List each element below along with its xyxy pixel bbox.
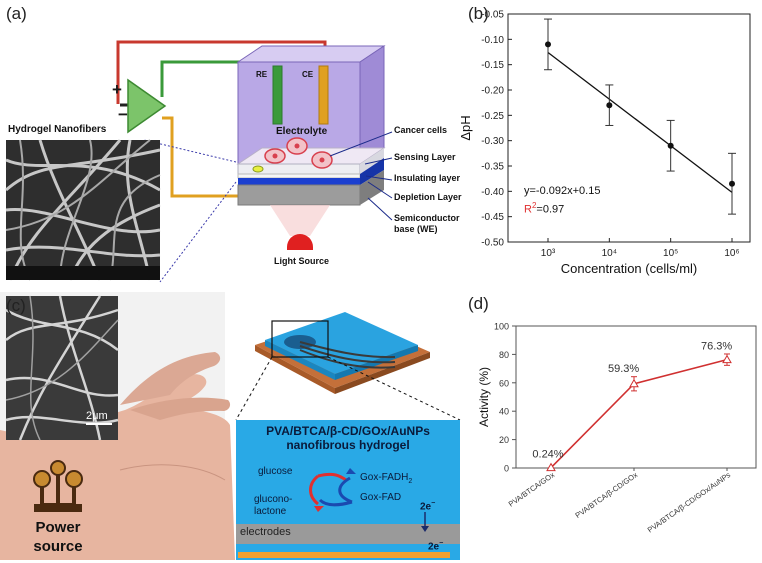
panel-b-plot-area: -0.05-0.10-0.15-0.20-0.25-0.30-0.35-0.40… bbox=[458, 10, 740, 277]
green-wire bbox=[160, 60, 280, 97]
electron-label-1: 2e− bbox=[420, 500, 436, 513]
patch-device-illustration bbox=[235, 312, 461, 421]
y-tick-label: -0.25 bbox=[481, 111, 504, 122]
data-point bbox=[606, 102, 613, 109]
callout-semiconductor: Semiconductor bbox=[394, 213, 460, 223]
category-label: PVA/BTCA/β-CD/GOx bbox=[574, 470, 640, 520]
panel-a-label: (a) bbox=[6, 4, 27, 23]
power-source-label: Power source bbox=[33, 519, 83, 555]
fit-line bbox=[547, 51, 733, 193]
y-tick-label: -0.30 bbox=[481, 136, 504, 147]
value-label: 59.3% bbox=[608, 363, 639, 375]
electrolyte-cell bbox=[236, 45, 386, 165]
ce-label: CE bbox=[302, 70, 314, 79]
light-source-label: Light Source bbox=[274, 256, 330, 266]
panel-c-label: (c) bbox=[6, 296, 26, 315]
y-tick-label: -0.15 bbox=[481, 60, 504, 71]
glucose-label: glucose bbox=[258, 466, 293, 477]
callout-sensing-layer: Sensing Layer bbox=[394, 152, 456, 162]
re-label: RE bbox=[256, 70, 268, 79]
data-marker bbox=[629, 378, 639, 388]
y-tick-label: 20 bbox=[499, 435, 509, 445]
callout-depletion-layer: Depletion Layer bbox=[394, 192, 462, 202]
data-point bbox=[729, 180, 735, 187]
hydrogel-nanofibers-title: Hydrogel Nanofibers bbox=[8, 124, 107, 135]
x-axis-label: Concentration (cells/ml) bbox=[561, 261, 698, 276]
value-label: 76.3% bbox=[701, 341, 732, 353]
circuit-wires bbox=[116, 40, 327, 198]
opamp-minus-sign: − bbox=[118, 105, 128, 124]
hydrogel-nanofiber-sem-image bbox=[5, 139, 161, 281]
electrodes-label: electrodes bbox=[240, 526, 291, 538]
callout-insulating-layer: Insulating layer bbox=[394, 173, 461, 183]
sensor-layers bbox=[236, 147, 386, 206]
x-tick-label: 10⁵ bbox=[663, 248, 678, 259]
callout-cancer-cells: Cancer cells bbox=[394, 125, 448, 135]
callout-lines bbox=[329, 131, 393, 221]
panel-b-label: (b) bbox=[468, 4, 489, 23]
data-marker bbox=[546, 462, 556, 472]
y-tick-label: 40 bbox=[499, 407, 509, 417]
r-squared-label: R2=0.97 bbox=[524, 201, 565, 216]
hydrogel-composition-title: PVA/BTCA/β-CD/GOx/AuNPs nanofibrous hydr… bbox=[266, 424, 430, 452]
yellow-wire bbox=[162, 116, 240, 198]
gox-fadh2-label: Gox-FADH2 bbox=[360, 472, 413, 485]
panel-d-axes bbox=[515, 325, 757, 469]
scale-bar-label: 2μm bbox=[86, 410, 108, 422]
electrolyte-label: Electrolyte bbox=[276, 126, 328, 137]
data-point bbox=[667, 142, 674, 149]
y-tick-label: -0.45 bbox=[481, 212, 504, 223]
category-label: PVA/BTCA/β-CD/GOx/AuNPs bbox=[646, 470, 733, 534]
gluconolactone-label: glucono- lactone bbox=[254, 494, 293, 517]
x-tick-label: 10³ bbox=[541, 248, 556, 259]
panel-d-label: (d) bbox=[468, 294, 489, 313]
power-source-electrode-icon bbox=[33, 460, 83, 512]
y-tick-label: -0.35 bbox=[481, 162, 504, 173]
counter-electrode bbox=[318, 65, 329, 125]
y-tick-label: 100 bbox=[494, 322, 509, 332]
y-tick-label: 80 bbox=[499, 350, 509, 360]
reference-electrode bbox=[272, 65, 283, 125]
y-tick-label: 60 bbox=[499, 378, 509, 388]
y-tick-label: 0 bbox=[504, 464, 509, 474]
activity-line bbox=[550, 358, 728, 469]
category-label: PVA/BTCA/GOx bbox=[507, 470, 557, 509]
opamp-triangle bbox=[127, 78, 167, 134]
callout-base-we: base (WE) bbox=[394, 224, 438, 234]
y-tick-label: -0.50 bbox=[481, 238, 504, 249]
x-tick-label: 10⁶ bbox=[724, 248, 739, 259]
y-axis-label: Activity (%) bbox=[477, 367, 491, 427]
value-label: 0.24% bbox=[532, 449, 563, 461]
data-marker bbox=[722, 354, 732, 364]
data-point bbox=[545, 41, 551, 48]
x-tick-label: 10⁴ bbox=[602, 248, 617, 259]
electron-label-2: 2e− bbox=[428, 540, 444, 553]
opamp-plus-sign: + bbox=[112, 80, 122, 99]
light-source-icon bbox=[270, 205, 330, 250]
y-tick-label: -0.20 bbox=[481, 86, 504, 97]
y-tick-label: -0.40 bbox=[481, 187, 504, 198]
red-wire bbox=[116, 40, 327, 104]
y-tick-label: -0.10 bbox=[481, 35, 504, 46]
y-axis-label: ΔpH bbox=[458, 115, 473, 140]
gox-fad-label: Gox-FAD bbox=[360, 492, 402, 503]
regression-equation: y=-0.092x+0.15 bbox=[524, 185, 601, 197]
cancer-cells bbox=[252, 137, 333, 173]
